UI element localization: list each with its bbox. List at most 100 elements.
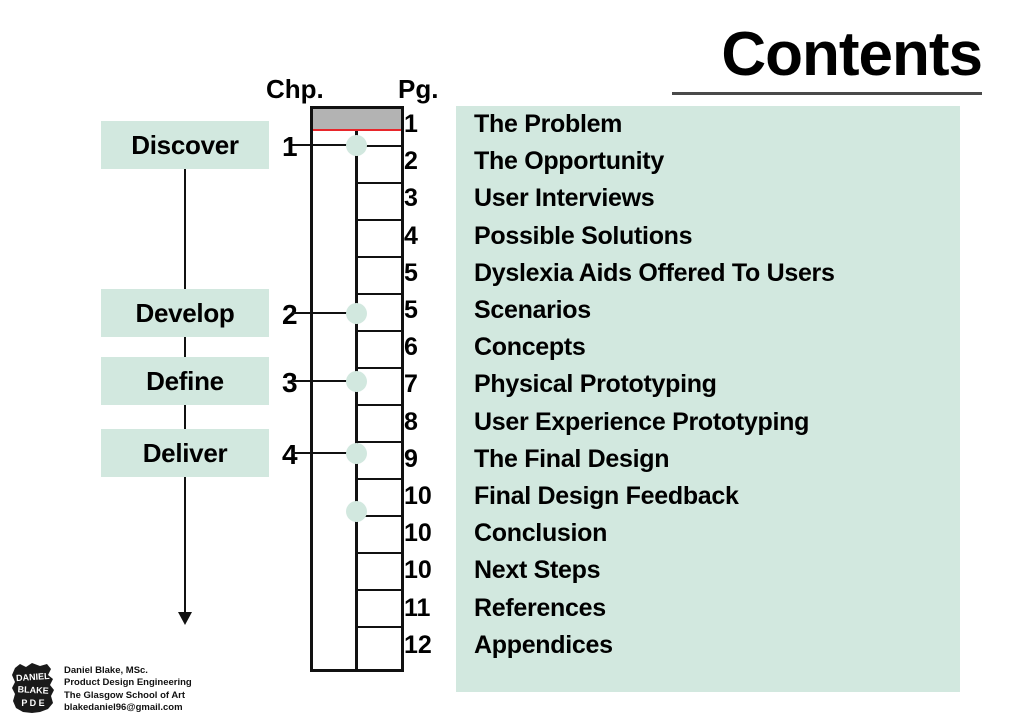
contents-row[interactable]: Possible Solutions [474,218,1014,255]
ladder-rung [355,515,401,517]
ladder-red-marker-line [313,129,401,131]
phase-box-deliver[interactable]: Deliver [101,429,269,477]
page-number-row: 10 [404,515,452,552]
page-title: Contents [721,20,983,89]
contents-row-title: Final Design Feedback [474,481,739,510]
page-number: 7 [404,370,418,399]
contents-row[interactable]: Final Design Feedback [474,478,1014,515]
page-number: 5 [404,296,418,325]
ladder-header-band [313,109,401,129]
page-number: 3 [404,184,418,213]
footer-line-school: The Glasgow School of Art [64,689,186,701]
contents-row[interactable]: Concepts [474,329,1014,366]
footer-line-email: blakedaniel96@gmail.com [64,702,183,714]
page-number-row: 3 [404,180,452,217]
phase-box-develop[interactable]: Develop [101,289,269,337]
svg-text:BLAKE: BLAKE [17,684,48,696]
page-number: 11 [404,593,431,622]
page-number-row: 8 [404,404,452,441]
page-number-row: 10 [404,478,452,515]
page-number-row: 6 [404,329,452,366]
contents-row[interactable]: Dyslexia Aids Offered To Users [474,255,1014,292]
column-header-chapter: Chp. [266,74,324,104]
ladder-rung [355,145,401,147]
svg-text:P D E: P D E [21,698,44,708]
contents-row-title: Conclusion [474,519,608,548]
page-number: 1 [404,110,418,139]
page-number-row: 9 [404,441,452,478]
ladder-rung [355,367,401,369]
contents-row-title: Scenarios [474,296,591,325]
page-number-row: 1 [404,106,452,143]
contents-row-title: Possible Solutions [474,221,693,250]
chapter-boundary-dot [346,501,367,522]
contents-row[interactable]: User Experience Prototyping [474,404,1014,441]
page-number-row: 7 [404,366,452,403]
chapter-boundary-dot [346,371,367,392]
ladder-rung [355,552,401,554]
contents-row[interactable]: The Problem [474,106,1014,143]
page-number: 6 [404,333,418,362]
chapter-page-ladder [292,106,404,672]
footer-line-course: Product Design Engineering [64,677,192,689]
footer-line-name: Daniel Blake, MSc. [64,665,148,676]
contents-row[interactable]: User Interviews [474,180,1014,217]
contents-row-title: References [474,593,606,622]
phase-label-develop: Develop [135,297,235,328]
contents-row-title: The Problem [474,110,623,139]
page-number-row: 5 [404,255,452,292]
column-header-page: Pg. [398,74,439,104]
contents-row[interactable]: Appendices [474,627,1014,664]
ladder-rung [355,626,401,628]
flow-arrow-icon [178,612,192,625]
contents-row[interactable]: References [474,589,1014,626]
chapter-boundary-tick [292,144,358,146]
phase-label-discover: Discover [131,129,239,160]
contents-row[interactable]: Next Steps [474,552,1014,589]
title-underline-rule [672,92,982,95]
ladder-rung [355,293,401,295]
contents-row[interactable]: Scenarios [474,292,1014,329]
contents-row[interactable]: Physical Prototyping [474,366,1014,403]
chapter-boundary-tick [292,452,358,454]
ladder-rung [355,441,401,443]
contents-row-title: User Interviews [474,184,655,213]
chapter-boundary-tick [292,380,358,382]
phase-box-discover[interactable]: Discover [101,121,269,169]
phase-label-deliver: Deliver [142,437,228,468]
contents-row-title: Concepts [474,333,586,362]
page-number: 12 [404,630,432,659]
footer-contact-text: Daniel Blake, MSc. Product Design Engine… [64,662,192,715]
phase-label-define: Define [146,365,224,396]
contents-row[interactable]: The Opportunity [474,143,1014,180]
ladder-rung [355,478,401,480]
ladder-rung [355,404,401,406]
chapter-boundary-tick [292,312,358,314]
page-number-row: 4 [404,218,452,255]
page-number: 8 [404,407,418,436]
contents-row-title: Dyslexia Aids Offered To Users [474,258,835,287]
page-number: 4 [404,221,418,250]
page-number: 10 [404,519,432,548]
phase-box-define[interactable]: Define [101,357,269,405]
daniel-blake-stamp-logo: DANIEL BLAKE P D E [12,663,54,713]
contents-row[interactable]: The Final Design [474,441,1014,478]
title-block: Contents [672,20,983,95]
page-number-row: 12 [404,627,452,664]
chapter-boundary-dot [346,443,367,464]
flow-line-develop-define [184,337,186,357]
chapter-boundary-dot [346,303,367,324]
footer: DANIEL BLAKE P D E Daniel Blake, MSc. Pr… [10,662,192,715]
phase-flow-diagram: Discover Develop Define Deliver [0,0,300,724]
contents-panel-background [456,106,960,692]
contents-row-title: Appendices [474,630,613,659]
page-number: 5 [404,258,418,287]
svg-text:DANIEL: DANIEL [16,671,51,683]
flow-line-define-deliver [184,405,186,429]
contents-row-title: Next Steps [474,556,601,585]
page-number: 10 [404,481,432,510]
contents-row[interactable]: Conclusion [474,515,1014,552]
page-number-row: 10 [404,552,452,589]
